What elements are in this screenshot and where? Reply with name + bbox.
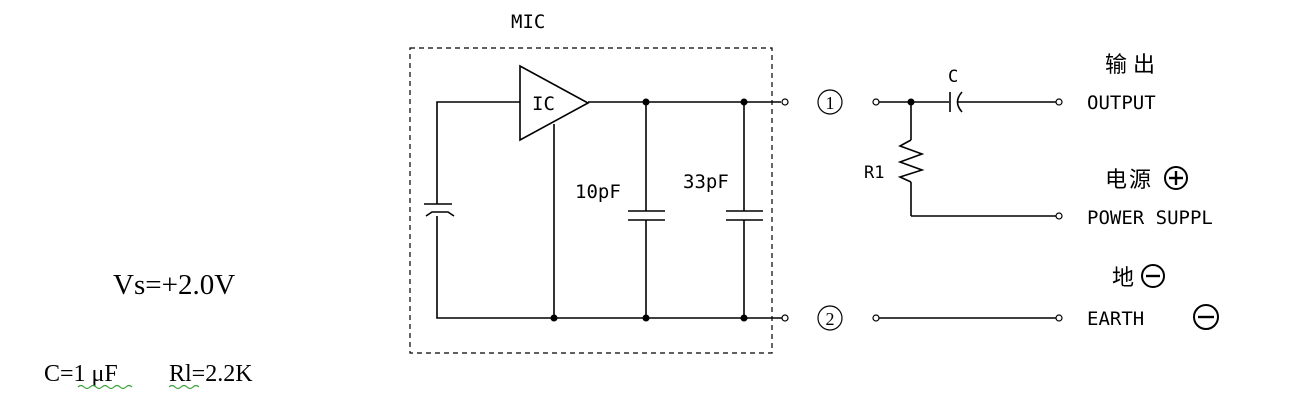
junction-dot xyxy=(550,314,558,322)
coupling-capacitor-label: C xyxy=(948,67,958,87)
junction-dot xyxy=(642,314,650,322)
terminal-1-number: 1 xyxy=(826,93,835,113)
power-label-en: POWER SUPPL xyxy=(1087,207,1213,229)
terminal-open xyxy=(781,98,789,106)
terminal-open xyxy=(1055,98,1063,106)
terminal-open xyxy=(781,314,789,322)
capacitor-10pf-label: 10pF xyxy=(575,181,621,203)
capacitor-value-note: C=1 μF xyxy=(44,361,118,387)
resistor-value-note: Rl=2.2K xyxy=(169,361,253,387)
minus-circle-icon xyxy=(1141,264,1165,288)
junction-dot xyxy=(642,98,650,106)
supply-voltage-note: Vs=+2.0V xyxy=(113,269,235,301)
terminal-open xyxy=(1055,212,1063,220)
output-label-cn: 输出 xyxy=(1105,53,1161,78)
mic-enclosure xyxy=(409,47,773,354)
terminal-open xyxy=(872,314,880,322)
terminal-2-circle xyxy=(817,305,843,331)
spellcheck-underline xyxy=(77,384,133,390)
resistor-r1-label: R1 xyxy=(864,163,884,183)
spellcheck-underline xyxy=(168,384,200,390)
resistor-r1 xyxy=(897,139,925,183)
terminal-1-circle xyxy=(817,89,843,115)
junction-dot xyxy=(740,314,748,322)
output-label-en: OUTPUT xyxy=(1087,92,1156,114)
terminal-open xyxy=(872,98,880,106)
mic-title: MIC xyxy=(511,11,545,33)
earth-label-cn: 地 xyxy=(1112,266,1134,291)
plus-circle-icon xyxy=(1164,166,1188,190)
earth-label-en: EARTH xyxy=(1087,308,1144,330)
junction-dot xyxy=(740,98,748,106)
terminal-2-number: 2 xyxy=(826,309,835,329)
ic-amplifier xyxy=(519,64,590,142)
power-label-cn: 电源 xyxy=(1105,168,1153,193)
minus-circle-icon xyxy=(1193,304,1219,330)
terminal-open xyxy=(1055,314,1063,322)
capacitor-33pf-label: 33pF xyxy=(683,171,729,193)
ic-label: IC xyxy=(532,93,555,115)
